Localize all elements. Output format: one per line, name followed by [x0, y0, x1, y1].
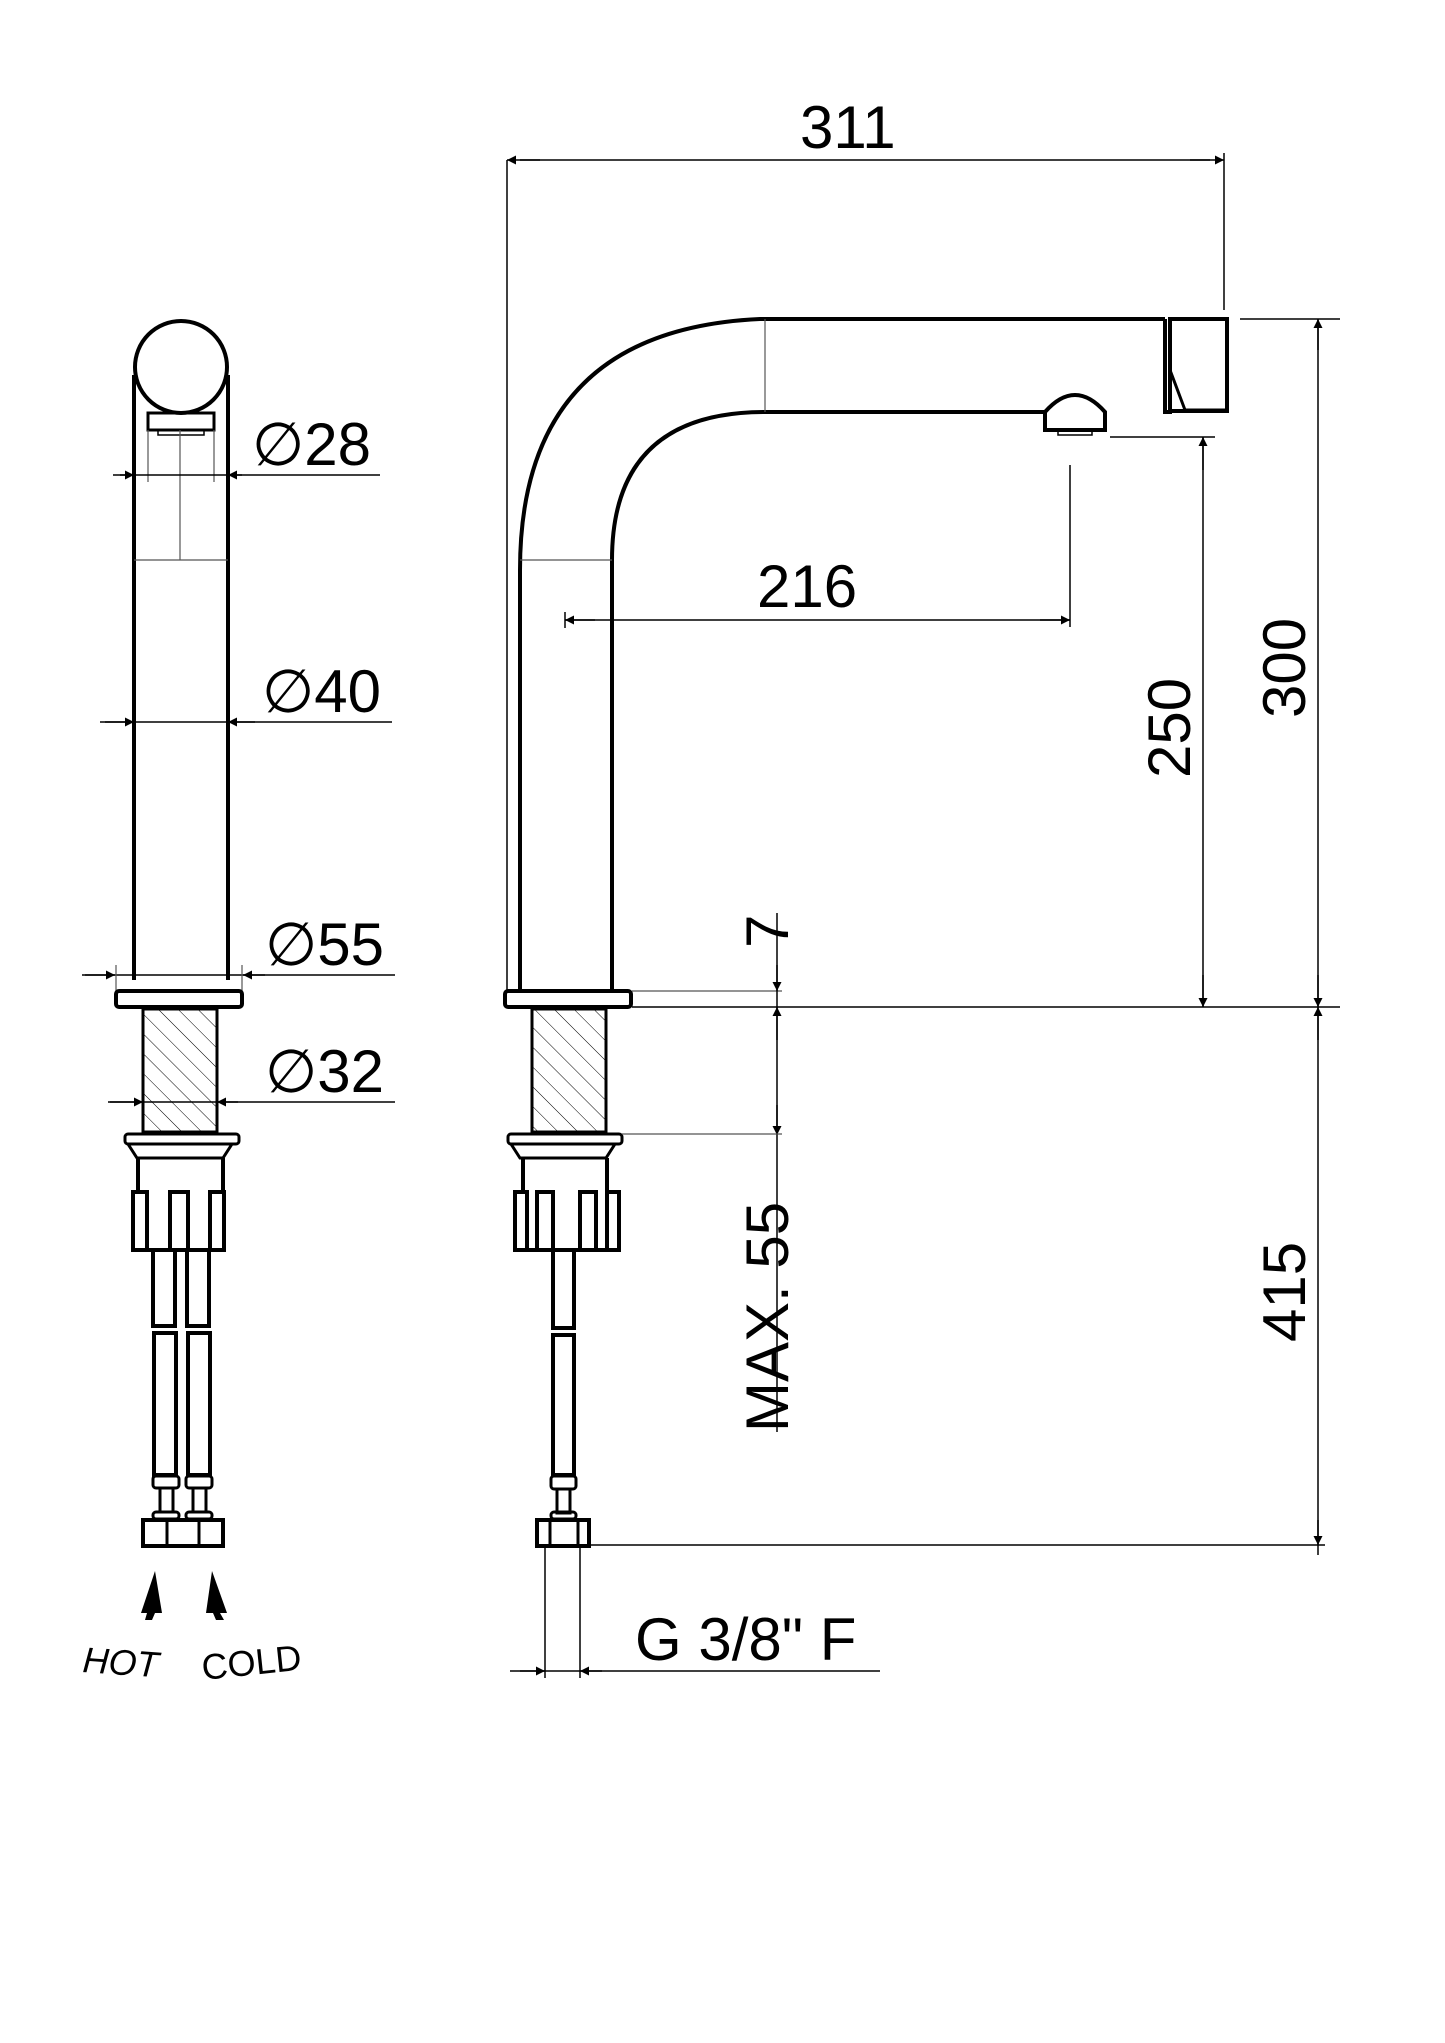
dim-overall-height: 300 [1251, 618, 1318, 718]
nut-fin [168, 1190, 190, 1252]
inlet-nuts [141, 1518, 225, 1548]
front-view [503, 153, 1340, 1678]
front-aerator [1043, 392, 1107, 432]
spout-end-circle [133, 319, 229, 415]
side-view [82, 319, 395, 1620]
front-shank [530, 1007, 608, 1134]
hot-hose-lower [152, 1331, 178, 1477]
nut-fin [208, 1190, 226, 1252]
dim-body-diameter: ∅40 [262, 658, 381, 725]
dim-base-thickness: 7 [734, 915, 801, 948]
aerator-housing [146, 411, 216, 432]
spout-end-cap [1168, 317, 1229, 413]
dim-connection: G 3/8" F [635, 1606, 856, 1673]
hot-label: HOT [81, 1639, 163, 1685]
dim-max-deck-thickness: MAX. 55 [734, 1202, 801, 1432]
cold-inlet-arrow-icon [206, 1571, 227, 1620]
cold-hose [185, 1248, 211, 1328]
dim-hose-length: 415 [1251, 1242, 1318, 1342]
dim-base-diameter: ∅55 [265, 911, 384, 978]
dim-overall-reach: 311 [800, 94, 896, 161]
base-ring [114, 989, 244, 1009]
spout-inner-edge [610, 410, 1045, 990]
front-inlet-nut [535, 1518, 591, 1548]
front-base-ring [503, 989, 633, 1009]
dim-spout-diameter: ∅28 [252, 411, 371, 478]
cold-label: COLD [200, 1637, 304, 1688]
shank [141, 1007, 219, 1134]
hot-inlet-arrow-icon [141, 1571, 162, 1620]
dim-spout-height: 250 [1136, 678, 1203, 778]
hot-hose [151, 1248, 177, 1328]
aerator [157, 429, 205, 436]
front-hose [551, 1248, 576, 1330]
dim-shank-diameter: ∅32 [265, 1038, 384, 1105]
dim-spout-reach: 216 [757, 553, 857, 620]
nut-fin [131, 1190, 149, 1252]
cold-hose-lower [186, 1331, 212, 1477]
spout-outer-edge [518, 317, 1165, 990]
